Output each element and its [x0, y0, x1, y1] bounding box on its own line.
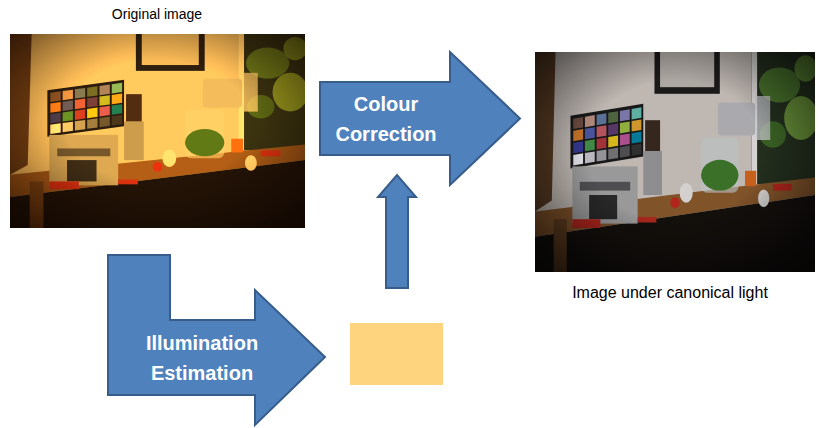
block-arrow: Colour Correction	[320, 52, 520, 185]
original-photo	[10, 34, 308, 228]
illuminant-swatch	[350, 323, 443, 385]
block-arrow: Illumination Estimation	[108, 255, 325, 425]
arrow-shape	[320, 52, 520, 185]
corrected-photo	[535, 52, 818, 272]
photo-scene	[535, 52, 818, 272]
up-arrow	[378, 175, 416, 288]
photo-caption-box: Image under canonical light	[525, 284, 815, 302]
photo-caption: Original image	[27, 6, 287, 22]
arrow-outline	[320, 52, 520, 185]
photo-scene	[10, 34, 308, 228]
photo-caption: Image under canonical light	[525, 284, 815, 302]
arrow-label: Colour Correction	[320, 89, 452, 149]
photo-caption-box: Original image	[27, 6, 287, 22]
arrow-shape	[108, 255, 325, 425]
arrow-label: Illumination Estimation	[122, 328, 282, 388]
